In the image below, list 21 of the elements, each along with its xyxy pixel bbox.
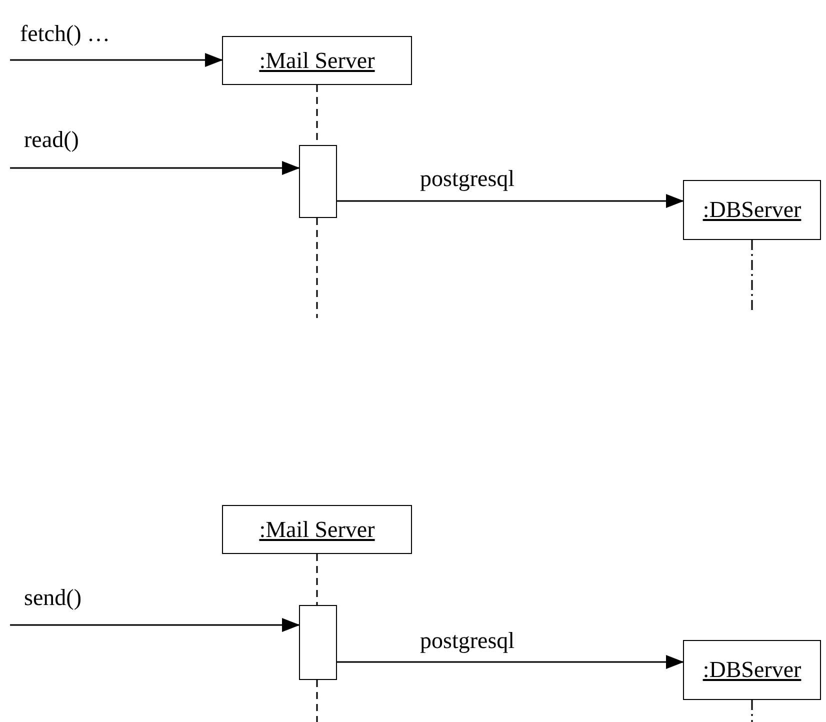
message-label: postgresql xyxy=(420,166,515,192)
object-box xyxy=(683,640,821,700)
object-name: :DBServer xyxy=(702,197,802,223)
object-box xyxy=(222,36,412,85)
object-box xyxy=(683,180,821,240)
object-name: :Mail Server xyxy=(259,48,375,74)
message-arrow xyxy=(337,655,684,669)
object-name: :Mail Server xyxy=(259,516,375,542)
message-arrow xyxy=(10,618,300,632)
activation-bar xyxy=(299,145,337,218)
activation-bar xyxy=(299,605,337,680)
message-label: read() xyxy=(24,127,79,153)
message-label: fetch() … xyxy=(20,21,110,47)
message-arrow xyxy=(10,53,223,67)
message-label: send() xyxy=(24,585,82,611)
object-box xyxy=(222,505,412,554)
message-label: postgresql xyxy=(420,628,515,654)
lifeline xyxy=(316,554,318,605)
object-name: :DBServer xyxy=(702,657,802,683)
message-arrow xyxy=(10,161,300,175)
message-arrow xyxy=(337,194,684,208)
